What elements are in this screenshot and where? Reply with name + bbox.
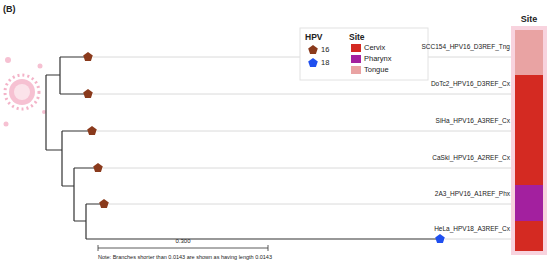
- leaf-label: SiHa_HPV16_A3REF_Cx: [436, 118, 510, 125]
- tip-markers: [83, 52, 445, 243]
- leaf-guides: [93, 57, 513, 239]
- scale-value: 0.300: [175, 238, 190, 244]
- site-strip: [511, 26, 547, 255]
- leaf-label: CaSki_HPV16_A2REF_Cx: [432, 155, 510, 162]
- legend-markers: [308, 45, 318, 67]
- legend-label: 18: [321, 59, 329, 67]
- leaf-label: 2A3_HPV16_A1REF_Phx: [435, 191, 510, 198]
- legend-swatch: [351, 66, 361, 74]
- tree-branches: [46, 57, 440, 239]
- legend-label: 16: [321, 46, 329, 54]
- leaf-label: DoTc2_HPV16_D3REF_Cx: [431, 81, 510, 88]
- strip-header: Site: [521, 15, 538, 24]
- legend-frame: [300, 28, 428, 80]
- legend-label: Pharynx: [364, 55, 392, 63]
- leaf-label: SCC154_HPV16_D3REF_Tng: [421, 44, 510, 51]
- panel-letter: (B): [3, 5, 16, 14]
- legend-heading: HPV: [305, 33, 322, 42]
- legend-label: Cervix: [364, 44, 385, 52]
- scale-bar: [98, 245, 268, 251]
- legend-label: Tongue: [364, 66, 389, 74]
- legend-swatch: [351, 44, 361, 52]
- legend-heading: Site: [349, 33, 365, 42]
- legend-swatch: [351, 55, 361, 63]
- scale-note: Note: Branches shorter than 0.0143 are s…: [98, 255, 272, 261]
- leaf-label: HeLa_HPV18_A3REF_Cx: [434, 226, 510, 233]
- virus-icon: [4, 57, 47, 127]
